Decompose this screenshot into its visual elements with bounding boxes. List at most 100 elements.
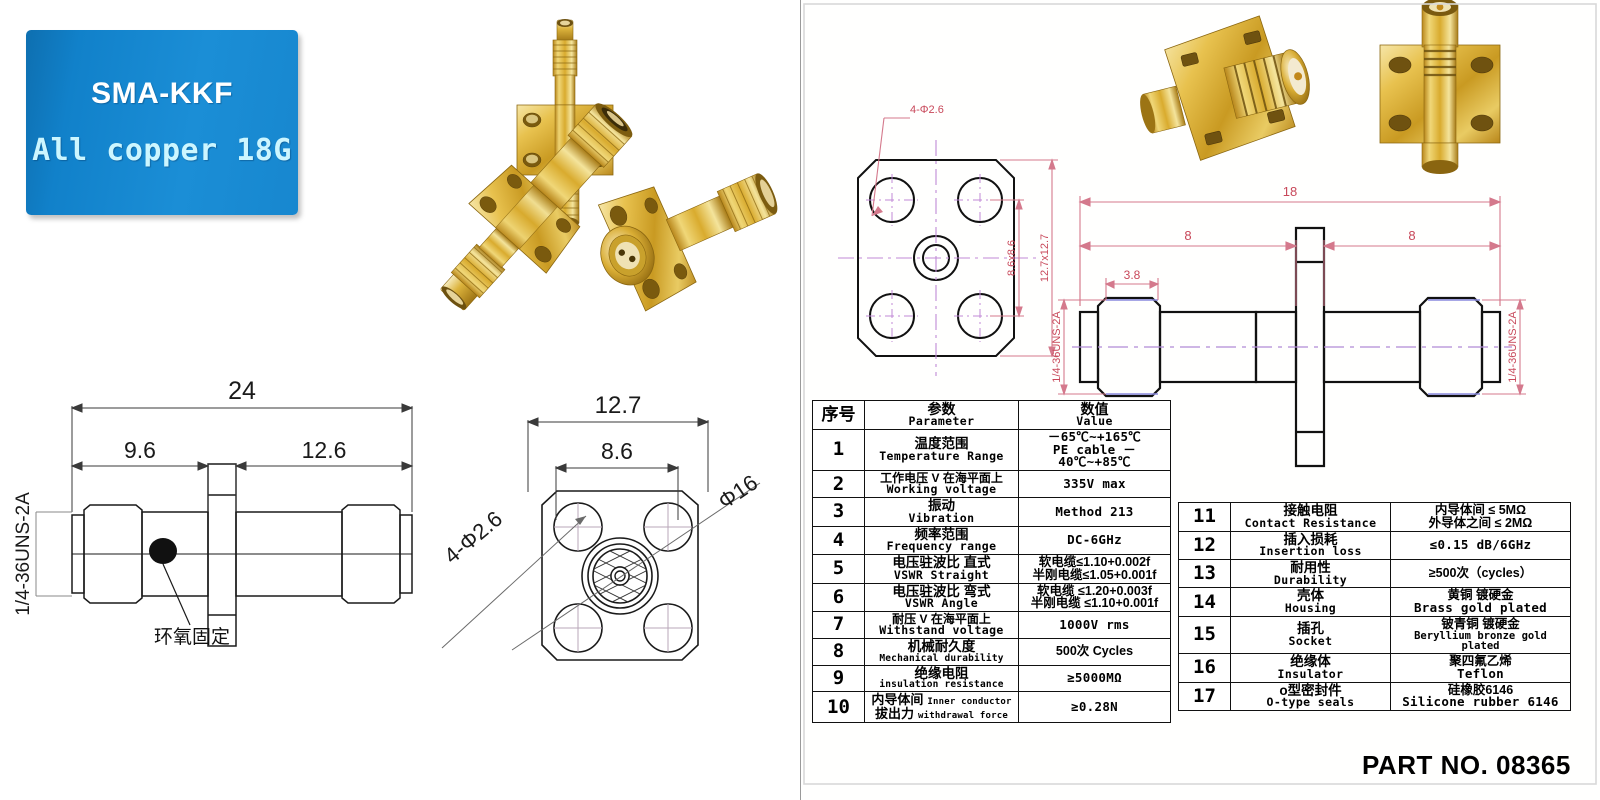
- spec-param-en: O-type seals: [1266, 695, 1355, 710]
- spec-value: ≤0.15 dB/6GHz: [1390, 530, 1571, 560]
- cad-thread-right: 1/4-36UNS-2A: [1507, 311, 1519, 383]
- table-row: 7 耐压 V 在海平面上 Withstand voltage 1000V rms: [812, 611, 1171, 640]
- cad-dim-holes: 4-Φ2.6: [910, 104, 944, 116]
- table-row: 9 绝缘电阻 insulation resistance ≥5000MΩ: [812, 664, 1171, 693]
- spec-param-en: VSWR Straight: [893, 567, 990, 582]
- spec-param: 壳体 Housing: [1230, 587, 1391, 617]
- spec-param: 工作电压 V 在海平面上 Working voltage: [864, 470, 1019, 499]
- dim-diagonal-phi16: Φ16: [713, 470, 762, 514]
- cad-drawing: 4-Φ2.6 8.6x8.6 12.7x12.7: [800, 0, 1600, 785]
- spec-param: 插孔 Socket: [1230, 615, 1391, 655]
- spec-param-en: Temperature Range: [879, 449, 1004, 464]
- spec-value-line: 1000V rms: [1059, 616, 1130, 632]
- spec-value-line: Teflon: [1457, 665, 1504, 681]
- panel-divider: [800, 0, 801, 800]
- cad-dim-thread-len: 3.8: [1124, 268, 1141, 282]
- spec-value-line: ≤0.15 dB/6GHz: [1429, 536, 1532, 552]
- spec-no: 6: [812, 582, 865, 613]
- spec-param-en: Housing: [1284, 601, 1337, 616]
- spec-no: 5: [812, 554, 865, 584]
- cad-dim-pitch: 8.6x8.6: [1006, 240, 1018, 276]
- spec-no: 16: [1178, 653, 1231, 683]
- spec-value-line: 聚四氟乙烯: [1449, 654, 1512, 669]
- cad-dim-overall: 18: [1283, 184, 1297, 199]
- spec-no: 4: [812, 525, 865, 556]
- cad-dim-outer: 12.7x12.7: [1039, 234, 1051, 282]
- spec-value-line: 软电缆 ≤1.20+0.003f: [1037, 583, 1152, 598]
- table-row: 2 工作电压 V 在海平面上 Working voltage 335V max: [812, 470, 1171, 499]
- spec-value: 335V max: [1018, 470, 1171, 499]
- spec-param-en: Working voltage: [886, 482, 997, 497]
- spec-no: 12: [1178, 530, 1231, 560]
- spec-param: 插入损耗 Insertion loss: [1230, 530, 1391, 560]
- spec-param-cn: 耐用性: [1290, 559, 1331, 575]
- cad-dim-left-half: 8: [1184, 228, 1191, 243]
- spec-value-line: PE cable －40℃~+85℃: [1052, 441, 1137, 470]
- product-photo-left-group: [360, 0, 780, 340]
- spec-param-en: Insulator: [1277, 666, 1344, 681]
- spec-no: 10: [812, 691, 865, 724]
- spec-param-en: Insertion loss: [1259, 544, 1362, 559]
- table-row: 8 机械耐久度 Mechanical durability 500次 Cycle…: [812, 638, 1171, 666]
- spec-no: 3: [812, 497, 865, 527]
- spec-param: 耐压 V 在海平面上 Withstand voltage: [864, 611, 1019, 640]
- spec-param-en: Vibration: [908, 510, 975, 525]
- dim-right-12-6: 12.6: [302, 437, 347, 463]
- spec-value: Method 213: [1018, 497, 1171, 527]
- spec-no: 2: [812, 470, 865, 499]
- product-photo-right-group: [1140, 0, 1540, 190]
- spec-param-cn: 接触电阻: [1283, 503, 1338, 518]
- spec-param: 绝缘电阻 insulation resistance: [864, 664, 1019, 693]
- spec-no: 17: [1178, 681, 1231, 712]
- spec-param-cn: 频率范围: [914, 526, 969, 542]
- table-header-row: 序号 参数 Parameter 数值 Value: [812, 400, 1171, 430]
- spec-param-cn: o型密封件: [1279, 682, 1342, 698]
- badge-subtitle: All copper 18G: [32, 133, 292, 168]
- part-number: PART NO. 08365: [1362, 750, 1571, 780]
- dim-left-9-6: 9.6: [124, 437, 156, 463]
- spec-value: ≥5000MΩ: [1018, 664, 1171, 693]
- table-row: 13 耐用性 Durability ≥500次（cycles）: [1178, 558, 1571, 589]
- spec-param: 温度范围 Temperature Range: [864, 428, 1019, 472]
- spec-param-cn: 绝缘体: [1290, 654, 1331, 670]
- spec-param: 振动 Vibration: [864, 497, 1019, 527]
- table-row: 3 振动 Vibration Method 213: [812, 497, 1171, 527]
- spec-param-cn: 插孔: [1297, 621, 1324, 637]
- spec-value-line: DC-6GHz: [1067, 532, 1122, 548]
- spec-value: ≥0.28N: [1018, 691, 1171, 724]
- product-badge: SMA-KKF All copper 18G: [26, 30, 298, 215]
- spec-param: o型密封件 O-type seals: [1230, 681, 1391, 712]
- spec-param-cn: 温度范围: [914, 436, 969, 452]
- spec-value: DC-6GHz: [1018, 525, 1171, 556]
- badge-title: SMA-KKF: [91, 77, 233, 110]
- spec-param-en: Mechanical durability: [879, 652, 1004, 664]
- spec-param-cn: 插入损耗: [1283, 531, 1338, 547]
- spec-param-en: Withstand voltage: [879, 623, 1004, 638]
- spec-table-left: 序号 参数 Parameter 数值 Value 1 温度范围 Temperat…: [812, 400, 1171, 724]
- spec-value-line: 半刚电缆 ≤1.10+0.001f: [1030, 596, 1159, 611]
- dim-overall-24: 24: [228, 377, 256, 405]
- spec-param: 绝缘体 Insulator: [1230, 653, 1391, 683]
- spec-value-line: 半刚电缆≤1.05+0.001f: [1032, 567, 1157, 582]
- spec-param-cn: 耐压 V 在海平面上: [892, 612, 991, 627]
- spec-param-cn: 机械耐久度: [907, 639, 976, 655]
- header-value: 数值 Value: [1018, 400, 1171, 430]
- spec-param: 电压驻波比 直式 VSWR Straight: [864, 554, 1019, 584]
- side-view-drawing: 24 9.6 12.6 1/4-36UNS-2A 环氧固定: [0, 360, 420, 690]
- spec-param: 机械耐久度 Mechanical durability: [864, 638, 1019, 666]
- spec-value: ≥500次（cycles）: [1390, 558, 1571, 589]
- spec-param-en: Durability: [1273, 572, 1348, 587]
- table-row: 5 电压驻波比 直式 VSWR Straight 软电缆≤1.10+0.002f…: [812, 554, 1171, 584]
- epoxy-dot: [149, 538, 177, 564]
